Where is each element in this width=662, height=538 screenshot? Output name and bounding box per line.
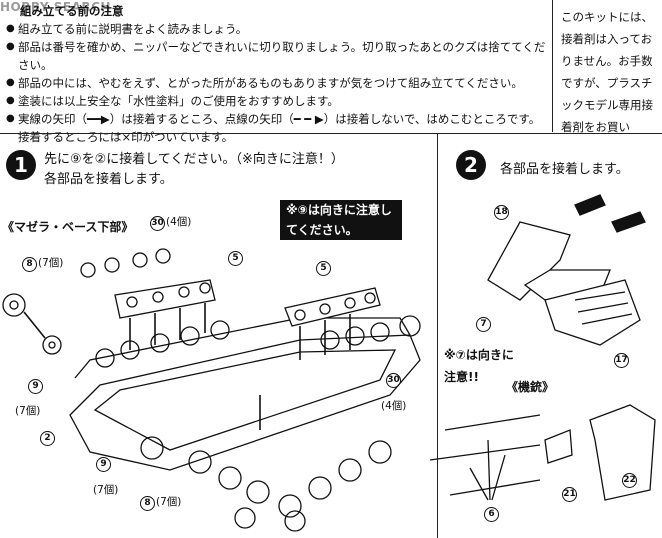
- part-callout: (4個): [380, 398, 406, 413]
- part-count: (7個): [93, 484, 119, 496]
- warning-line-1: ※⑨は向きに注意し: [286, 203, 392, 217]
- road-wheels: [95, 315, 421, 368]
- part-number: 17: [614, 352, 629, 368]
- turret-assembly: [487, 194, 646, 346]
- part-number: 5: [316, 260, 331, 276]
- notes-list: 組み立てる前に説明書をよく読みましょう。 部品は番号を確かめ、ニッパーなどできれ…: [6, 20, 546, 146]
- step-1-line-1: 先に⑨を②に接着してください。（※向きに注意！）: [44, 152, 344, 167]
- note-item: 部品は番号を確かめ、ニッパーなどできれいに切り取りましょう。切り取ったあとのクズ…: [6, 38, 546, 74]
- note-line-1: ※⑦は向きに: [444, 348, 514, 362]
- part-callout: 17: [614, 352, 629, 368]
- part-callout: 8(7個): [22, 255, 63, 272]
- part-callout: 30: [386, 372, 402, 388]
- part-number: 6: [484, 506, 499, 522]
- part-number: 18: [494, 204, 509, 220]
- glue-notice: このキットには、 接着剤は入ってお りません。お手数 ですが、プラスチ ックモデ…: [552, 0, 660, 134]
- part-callout: 8(7個): [140, 494, 181, 511]
- part-number: 30: [150, 215, 165, 231]
- assembly-arrows: [23, 303, 351, 430]
- step-2-badge: 2: [456, 150, 486, 180]
- part-callout: 9: [96, 456, 112, 472]
- step-2-line-1: 各部品を接着します。: [500, 162, 629, 177]
- note-line-2: 注意!!: [444, 370, 479, 384]
- part-callout: 18: [494, 204, 509, 220]
- step-1-instructions: 先に⑨を②に接着してください。（※向きに注意！） 各部品を接着します。: [44, 150, 344, 190]
- wheels-top-row: [2, 248, 171, 355]
- right-rail-part-5: [284, 287, 381, 327]
- glue-notice-line: このキットには、: [561, 10, 653, 24]
- part-number: 2: [40, 430, 55, 446]
- notes-title: 組み立てる前の注意: [20, 4, 124, 18]
- section-divider-horizontal: [0, 133, 662, 134]
- part-count: (7個): [156, 496, 182, 508]
- glue-notice-line: ックモデル専用接: [561, 98, 653, 112]
- step-1-line-2: 各部品を接着します。: [44, 172, 173, 187]
- step-1-badge: 1: [6, 150, 36, 180]
- step-1-subassembly-title: 《マゼラ・ベース下部》: [2, 220, 134, 234]
- part-callout: 7: [476, 316, 491, 332]
- part-number: 8: [140, 495, 155, 511]
- part-callout: 2: [40, 430, 56, 446]
- part-callout: 5: [316, 260, 332, 276]
- step-2-subassembly-title: 《機銃》: [506, 380, 555, 394]
- part-count: (7個): [15, 405, 41, 417]
- part-callout: 5: [228, 250, 244, 266]
- part-number: 9: [28, 378, 43, 394]
- section-divider-vertical: [437, 134, 438, 538]
- part-count: (7個): [38, 257, 64, 269]
- upper-rail-part-5: [114, 279, 216, 319]
- part-callout: 30(4個): [150, 214, 191, 231]
- wheels-bottom-row: [140, 436, 392, 532]
- watermark: HOBBY SEARCH: [0, 0, 111, 14]
- assembly-notes: 組み立てる前の注意 組み立てる前に説明書をよく読みましょう。 部品は番号を確かめ…: [6, 0, 546, 144]
- part-number: 21: [562, 486, 577, 502]
- part-callout: 22: [622, 472, 637, 488]
- part-callout: 6: [484, 506, 499, 522]
- warning-line-2: てください。: [286, 223, 358, 237]
- part-number: 8: [22, 256, 37, 272]
- part-callout: (7個): [92, 482, 118, 497]
- chassis-part-2: [69, 317, 421, 471]
- part-number: 30: [386, 372, 401, 388]
- step-2-instructions: 各部品を接着します。: [500, 158, 629, 177]
- glue-notice-line: ですが、プラスチ: [561, 76, 653, 90]
- part-number: 22: [622, 472, 637, 488]
- glue-notice-line: りません。お手数: [561, 54, 653, 68]
- note-item: 部品の中には、やむをえず、とがった所があるものもありますが気をつけて組み立ててく…: [6, 74, 546, 92]
- step-2-orientation-note: ※⑦は向きに 注意!!: [444, 344, 514, 388]
- part-callout: 9: [28, 378, 44, 394]
- part-count: (4個): [166, 216, 192, 228]
- part-number: 9: [96, 456, 111, 472]
- glue-notice-line: 着剤をお買い: [561, 120, 630, 134]
- part-number: 7: [476, 316, 491, 332]
- glue-notice-line: 接着剤は入ってお: [561, 32, 653, 46]
- note-item: 組み立てる前に説明書をよく読みましょう。: [6, 20, 546, 38]
- machine-gun-assembly: [429, 404, 656, 501]
- note-item: 塗装には以上安全な「水性塗料」のご使用をおすすめします。: [6, 92, 546, 110]
- part-callout: 21: [562, 486, 577, 502]
- part-number: 5: [228, 250, 243, 266]
- part-count: (4個): [381, 400, 407, 412]
- orientation-warning: ※⑨は向きに注意し てください。: [280, 200, 402, 240]
- part-callout: (7個): [14, 403, 40, 418]
